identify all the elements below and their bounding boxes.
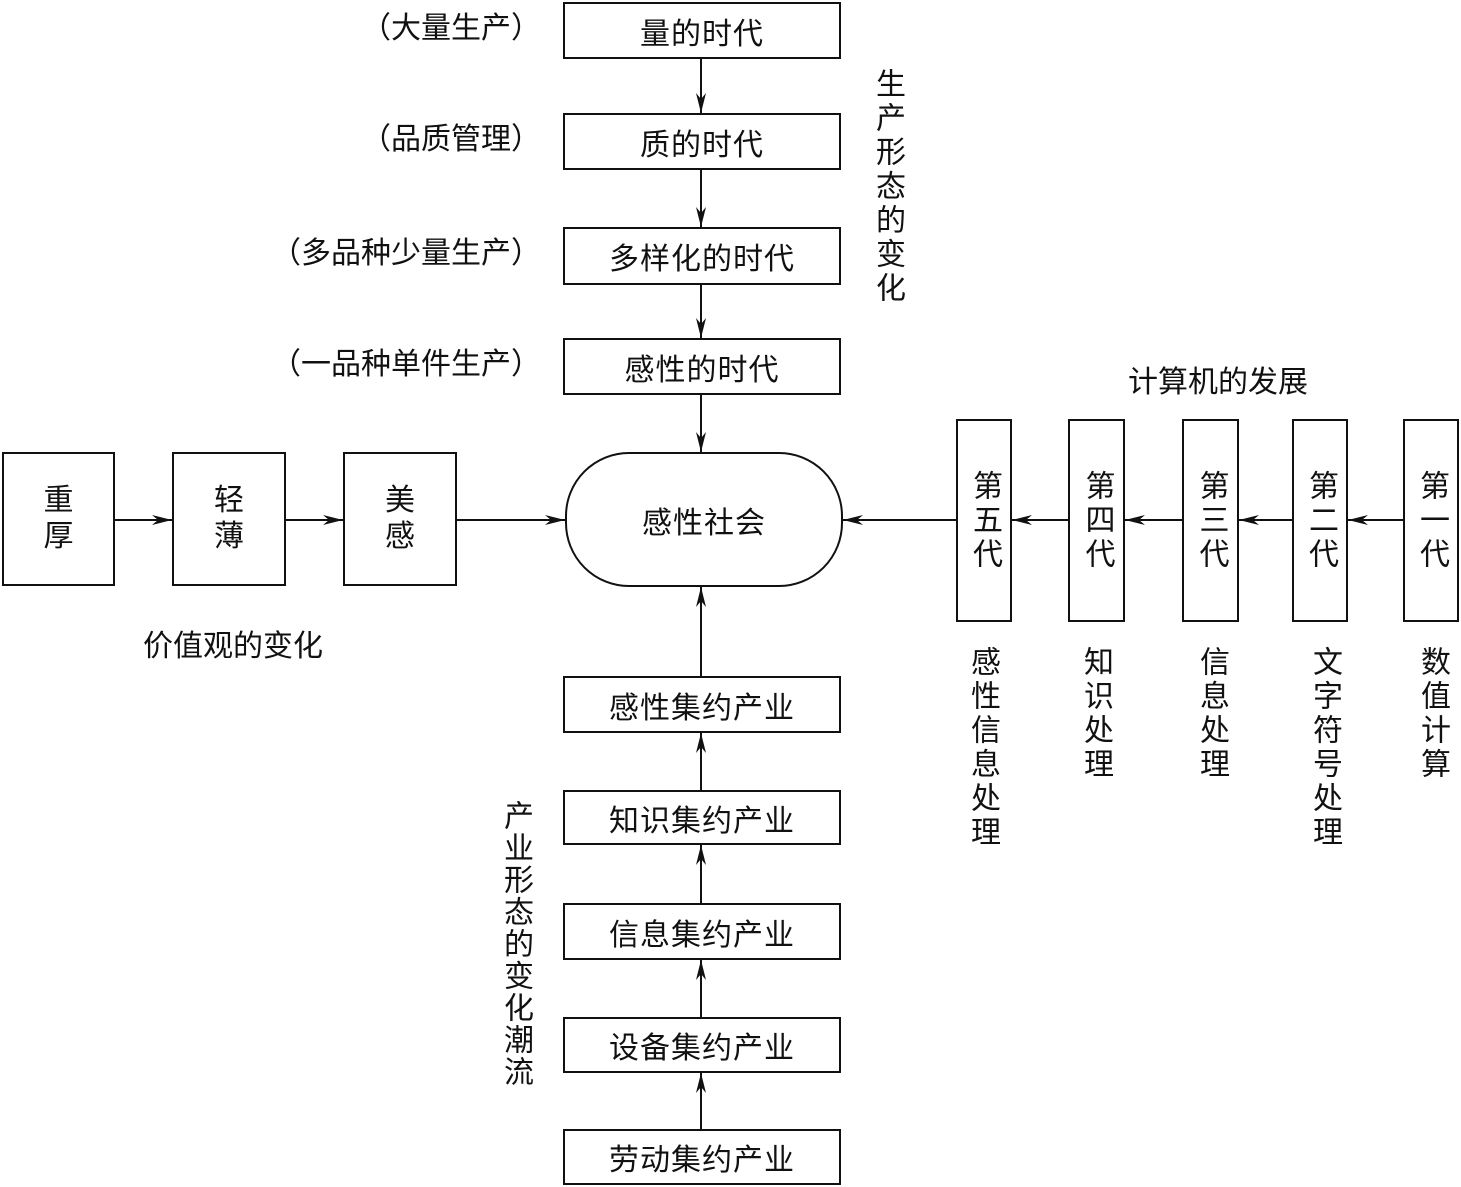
gen-label-5: 第五代 bbox=[967, 469, 1002, 572]
industry-label-3: 信息集约产业 bbox=[609, 917, 795, 953]
value-label-3: 美感 bbox=[385, 483, 415, 554]
gen-caption-5: 感性信息处理 bbox=[965, 646, 1000, 850]
gen-box-4: 第四代 bbox=[1068, 419, 1125, 622]
gen-box-5: 第五代 bbox=[956, 419, 1012, 622]
value-box-3: 美感 bbox=[343, 452, 457, 586]
value-label-2: 轻薄 bbox=[214, 483, 244, 554]
industry-box-5: 劳动集约产业 bbox=[563, 1129, 841, 1185]
era-box-4: 感性的时代 bbox=[563, 338, 841, 395]
era-note-1: （大量生产） bbox=[361, 11, 541, 46]
gen-label-3: 第三代 bbox=[1193, 469, 1229, 572]
gen-caption-2: 文字符号处理 bbox=[1307, 646, 1342, 850]
era-note-4: （一品种单件生产） bbox=[271, 347, 541, 382]
industry-box-1: 感性集约产业 bbox=[563, 676, 841, 733]
gen-caption-4: 知识处理 bbox=[1078, 646, 1113, 782]
gen-box-3: 第三代 bbox=[1182, 419, 1239, 622]
gen-label-2: 第二代 bbox=[1303, 469, 1338, 572]
center-label: 感性社会 bbox=[642, 505, 766, 541]
center-node: 感性社会 bbox=[565, 452, 843, 587]
computers-title: 计算机的发展 bbox=[1128, 365, 1308, 400]
gen-box-1: 第一代 bbox=[1403, 419, 1459, 622]
era-label-1: 量的时代 bbox=[640, 16, 764, 52]
production-title: 生产形态的变化 bbox=[870, 68, 905, 306]
industry-label-2: 知识集约产业 bbox=[609, 803, 795, 839]
gen-caption-1: 数值计算 bbox=[1415, 646, 1450, 782]
industry-label-4: 设备集约产业 bbox=[609, 1031, 795, 1066]
era-label-3: 多样化的时代 bbox=[609, 242, 795, 277]
era-note-3: （多品种少量生产） bbox=[271, 236, 541, 271]
industry-label-1: 感性集约产业 bbox=[609, 690, 795, 726]
value-box-1: 重厚 bbox=[2, 452, 115, 586]
era-box-2: 质的时代 bbox=[563, 113, 841, 170]
era-box-1: 量的时代 bbox=[563, 2, 841, 59]
era-label-4: 感性的时代 bbox=[624, 352, 780, 388]
industry-box-3: 信息集约产业 bbox=[563, 903, 841, 960]
gen-label-1: 第一代 bbox=[1414, 469, 1449, 572]
gen-caption-3: 信息处理 bbox=[1194, 646, 1229, 782]
industry-title: 产业形态的变化潮流 bbox=[498, 800, 533, 1088]
industry-box-2: 知识集约产业 bbox=[563, 790, 841, 845]
industry-label-5: 劳动集约产业 bbox=[609, 1143, 795, 1178]
industry-box-4: 设备集约产业 bbox=[563, 1017, 841, 1073]
era-label-2: 质的时代 bbox=[640, 127, 764, 163]
gen-box-2: 第二代 bbox=[1292, 419, 1348, 622]
gen-label-4: 第四代 bbox=[1079, 469, 1115, 572]
values-title: 价值观的变化 bbox=[143, 629, 323, 664]
value-box-2: 轻薄 bbox=[172, 452, 286, 586]
era-box-3: 多样化的时代 bbox=[563, 227, 841, 285]
era-note-2: （品质管理） bbox=[361, 122, 541, 157]
value-label-1: 重厚 bbox=[43, 483, 74, 554]
